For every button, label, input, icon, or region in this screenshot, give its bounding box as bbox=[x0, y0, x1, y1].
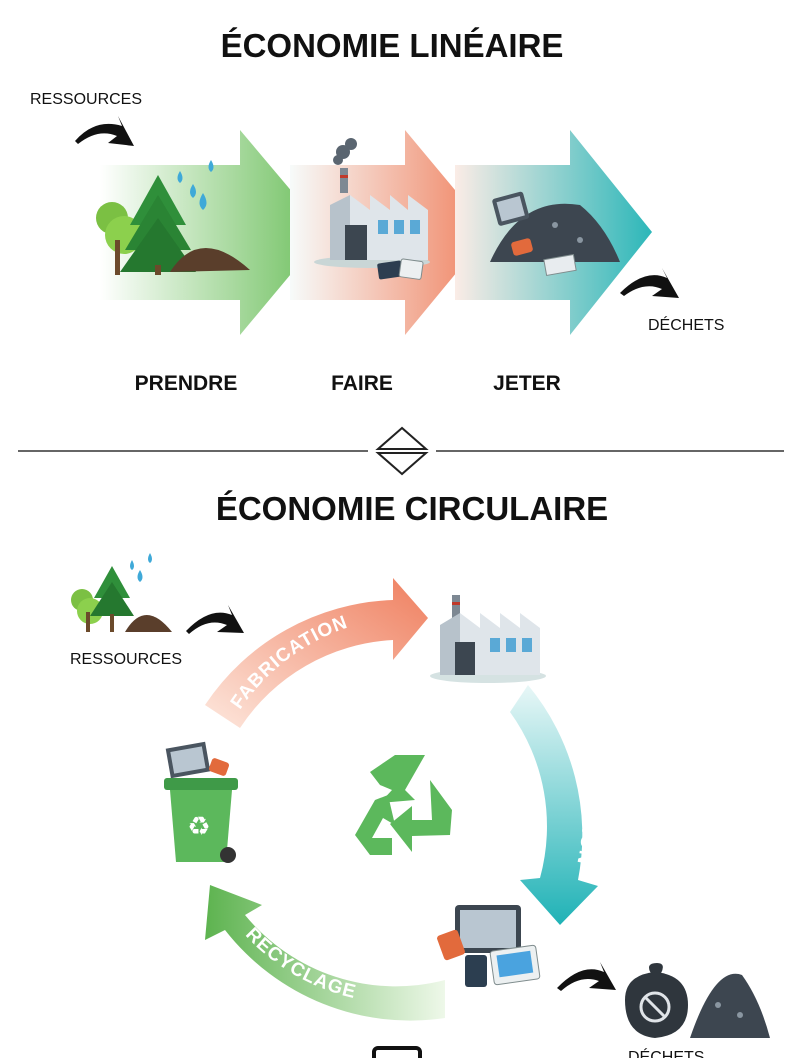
curved-arrow-icon bbox=[186, 605, 244, 634]
circular-output-label: DÉCHETS bbox=[628, 1047, 704, 1058]
fabrication-arrow: FABRICATION bbox=[205, 578, 428, 728]
factory-illustration bbox=[430, 595, 546, 683]
step-label-take: PRENDRE bbox=[135, 372, 238, 395]
linear-output-label: DÉCHETS bbox=[648, 315, 724, 334]
resources-illustration bbox=[96, 160, 250, 275]
curved-arrow-icon bbox=[75, 116, 134, 146]
linear-title: ÉCONOMIE LINÉAIRE bbox=[221, 27, 564, 64]
svg-text:♻: ♻ bbox=[187, 812, 210, 842]
consumption-arrow: CONSOMMATION bbox=[510, 685, 598, 925]
recycle-icon bbox=[355, 755, 452, 855]
factory-illustration bbox=[314, 138, 430, 280]
waste-pile-illustration bbox=[490, 191, 620, 277]
step-label-throw: JETER bbox=[493, 372, 561, 395]
circular-title: ÉCONOMIE CIRCULAIRE bbox=[216, 490, 608, 527]
box-icon bbox=[372, 1046, 422, 1058]
resources-illustration bbox=[71, 553, 172, 632]
up-down-triangles-icon bbox=[375, 426, 429, 476]
trash-bag-illustration bbox=[625, 963, 770, 1038]
devices-illustration bbox=[437, 905, 541, 987]
recycling-arrow: RECYCLAGE bbox=[205, 885, 445, 1021]
linear-input-label: RESSOURCES bbox=[30, 91, 142, 108]
circular-input-label: RESSOURCES bbox=[70, 651, 182, 668]
curved-arrow-icon bbox=[557, 962, 616, 991]
curved-arrow-icon bbox=[620, 268, 679, 298]
recycling-bin-illustration: ♻ bbox=[164, 741, 238, 863]
step-label-make: FAIRE bbox=[331, 372, 393, 395]
